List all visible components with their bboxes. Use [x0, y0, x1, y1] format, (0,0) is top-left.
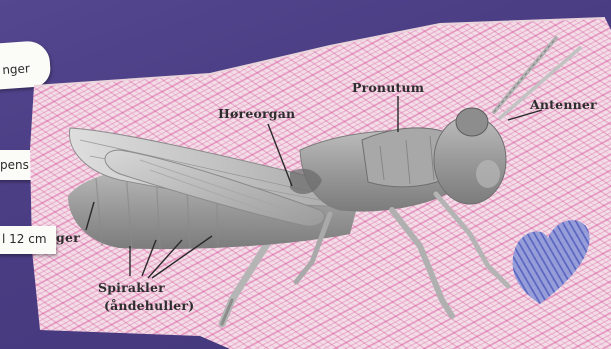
label-pronutum: Pronutum: [352, 80, 424, 95]
label-horeorgan: Høreorgan: [218, 106, 295, 121]
label-ger: ger: [56, 230, 80, 245]
side-note-3: l 12 cm: [0, 226, 56, 254]
label-antenner: Antenner: [530, 97, 597, 112]
side-note-3-text: l 12 cm: [2, 232, 47, 246]
label-spirakler: Spirakler: [98, 280, 165, 295]
label-andehuller: (åndehuller): [104, 298, 194, 313]
